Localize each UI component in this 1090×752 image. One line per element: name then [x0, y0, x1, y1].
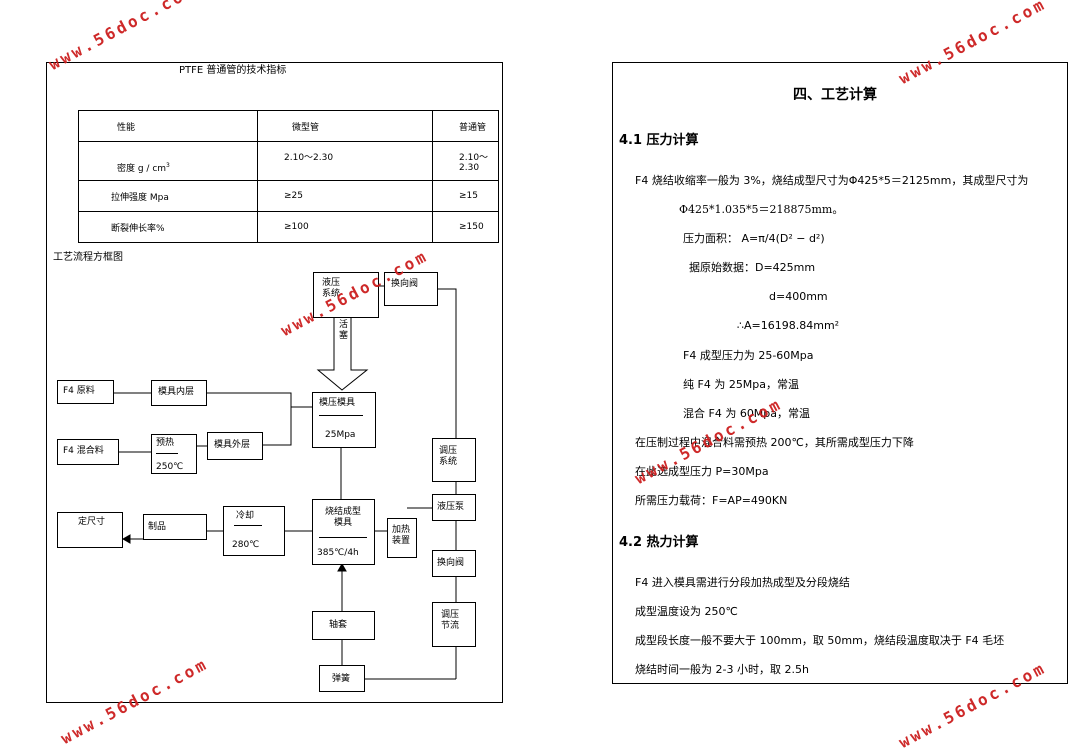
- cooling-rule: [234, 525, 262, 526]
- table-cell: ≥100: [257, 211, 433, 243]
- f4-raw-label: F4 原料: [63, 386, 95, 396]
- sinter-mold-rule: [319, 537, 367, 538]
- header-cell: 性能: [78, 110, 258, 142]
- sleeve-label: 轴套: [329, 620, 348, 630]
- press-mold-rule: [319, 415, 363, 416]
- s42-line: 烧结时间一般为 2-3 小时，取 2.5h: [635, 663, 809, 676]
- sizing-box: 定尺寸: [57, 512, 123, 548]
- spring-box: 弹簧: [319, 665, 365, 692]
- hydraulic-pump-box: 液压泵: [432, 494, 476, 521]
- sinter-mold-label: 烧结成型 模具: [324, 507, 361, 528]
- table-header-row: 性能 微型管 普通管: [78, 110, 499, 142]
- mold-inner-label: 模具内层: [158, 387, 195, 397]
- hydraulic-system-box: 液压 系统: [313, 272, 379, 318]
- product-box: 制品: [143, 514, 207, 540]
- s41-line: 所需压力载荷：F=AP=490KN: [635, 494, 788, 507]
- cooling-label: 冷却: [236, 511, 255, 521]
- reversing-valve-top-label: 换向阀: [391, 279, 419, 289]
- section-4-2-title: 4.2 热力计算: [619, 535, 699, 550]
- s41-line: 纯 F4 为 25Mpa，常温: [683, 378, 800, 391]
- sleeve-box: 轴套: [312, 611, 375, 640]
- mold-outer-label: 模具外层: [214, 440, 251, 450]
- s42-line: F4 进入模具需进行分段加热成型及分段烧结: [635, 576, 850, 589]
- s42-line: 成型段长度一般不要大于 100mm，取 50mm，烧结段温度取决于 F4 毛坯: [635, 634, 1005, 647]
- table-cell: 2.10～2.30: [432, 141, 499, 181]
- s41-line: 混合 F4 为 60Mpa，常温: [683, 407, 811, 420]
- s41-line: 据原始数据：D=425mm: [689, 261, 816, 274]
- s42-line: 成型温度设为 250℃: [635, 605, 738, 618]
- flow-title: 工艺流程方框图: [53, 252, 123, 263]
- mold-inner-box: 模具内层: [151, 380, 207, 406]
- preheat-temp: 250℃: [156, 462, 184, 472]
- sinter-mold-box: 烧结成型 模具 385℃/4h: [312, 499, 375, 565]
- heating-device-label: 加热 装置: [392, 525, 411, 546]
- heating-device-box: 加热 装置: [387, 518, 417, 558]
- pressure-reg-system-box: 调压 系统: [432, 438, 476, 482]
- flow-connectors: [114, 285, 457, 680]
- page-title: 四、工艺计算: [793, 87, 877, 103]
- left-page: PTFE 普通管的技术指标 性能 微型管 普通管 密度 g / cm3 2.10…: [46, 62, 503, 703]
- spring-label: 弹簧: [332, 674, 351, 684]
- pressure-throttle-box: 调压 节流: [432, 602, 476, 647]
- s41-line: ∴A=16198.84mm²: [737, 319, 840, 332]
- s41-line: F4 成型压力为 25-60Mpa: [683, 349, 814, 362]
- hydraulic-system-label: 液压 系统: [322, 278, 341, 299]
- table-row: 密度 g / cm3 2.10～2.30 2.10～2.30: [78, 141, 499, 181]
- s41-line: F4 烧结收缩率一般为 3%，烧结成型尺寸为Φ425*5＝2125mm，其成型尺…: [635, 174, 1029, 187]
- reversing-valve-bottom-label: 换向阀: [437, 558, 465, 568]
- preheat-rule: [156, 453, 178, 454]
- f4-raw-box: F4 原料: [57, 380, 114, 404]
- product-label: 制品: [148, 522, 167, 532]
- table-cell: 断裂伸长率%: [78, 211, 258, 243]
- cooling-temp: 280℃: [232, 540, 260, 550]
- section-4-1-title: 4.1 压力计算: [619, 133, 699, 148]
- sizing-label: 定尺寸: [78, 517, 106, 527]
- pressure-throttle-label: 调压 节流: [441, 610, 460, 631]
- s41-line: Φ425*1.035*5＝218875mm。: [679, 203, 844, 216]
- s41-line: 在压制过程中混合料需预热 200℃，其所需成型压力下降: [635, 436, 914, 449]
- s41-line: 在此选成型压力 P=30Mpa: [635, 465, 769, 478]
- press-mold-label: 模压模具: [319, 398, 356, 408]
- header-cell: 普通管: [432, 110, 499, 142]
- right-page: 四、工艺计算 4.1 压力计算 F4 烧结收缩率一般为 3%，烧结成型尺寸为Φ4…: [612, 62, 1068, 684]
- left-page-top-border: [47, 62, 502, 63]
- pressure-reg-system-label: 调压 系统: [439, 446, 458, 467]
- f4-mix-label: F4 混合料: [63, 446, 104, 456]
- table-cell: ≥150: [432, 211, 499, 243]
- hydraulic-pump-label: 液压泵: [437, 502, 465, 512]
- piston-label: 活 塞: [339, 320, 349, 341]
- preheat-box: 预热 250℃: [151, 434, 197, 474]
- reversing-valve-top-box: 换向阀: [384, 272, 438, 306]
- table-row: 断裂伸长率% ≥100 ≥150: [78, 211, 499, 243]
- table-cell: 2.10～2.30: [257, 141, 433, 181]
- f4-mix-box: F4 混合料: [57, 439, 119, 465]
- sinter-params: 385℃/4h: [317, 548, 359, 558]
- spec-table-title: PTFE 普通管的技术指标: [179, 65, 287, 76]
- cooling-box: 冷却 280℃: [223, 506, 285, 556]
- preheat-label: 预热: [156, 438, 175, 448]
- reversing-valve-bottom-box: 换向阀: [432, 550, 476, 577]
- spec-table: 性能 微型管 普通管 密度 g / cm3 2.10～2.30 2.10～2.3…: [78, 110, 499, 243]
- s41-line: d=400mm: [769, 290, 828, 303]
- press-mold-box: 模压模具 25Mpa: [312, 392, 376, 448]
- press-mold-value: 25Mpa: [325, 430, 356, 440]
- s41-line: 压力面积： A=π/4(D² − d²): [683, 232, 825, 245]
- mold-outer-box: 模具外层: [207, 432, 263, 460]
